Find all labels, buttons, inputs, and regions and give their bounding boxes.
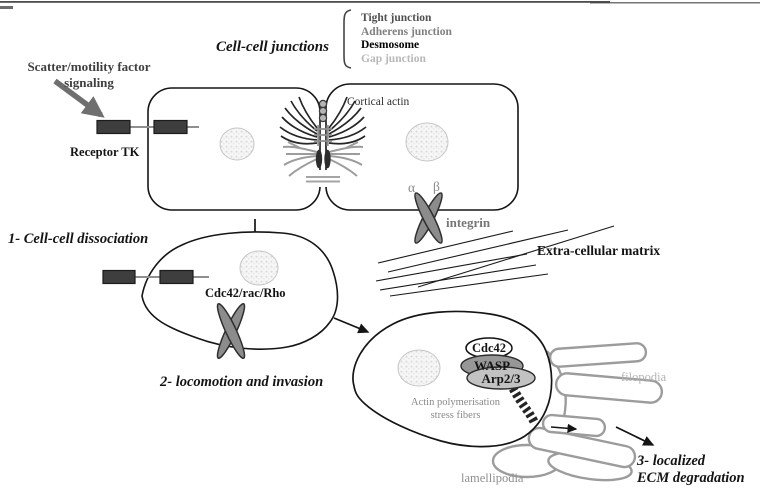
ecm-fibers <box>375 225 615 297</box>
stress-fiber-coil <box>506 380 540 426</box>
cell-cell-junction-complex <box>279 96 367 187</box>
nucleus-left-cell <box>219 127 255 161</box>
filopodia-label: filopodia <box>621 370 667 384</box>
actin-polymerisation-line2: stress fibers <box>430 409 481 421</box>
arp23-label: Arp2/3 <box>481 371 521 386</box>
receptor-tk <box>96 119 199 135</box>
scatter-signal-arrow <box>53 78 105 118</box>
cell-cell-junctions-title: Cell-cell junctions <box>216 39 329 55</box>
integrin-dimer-dissociated <box>216 302 246 360</box>
integrin-label: integrin <box>446 215 491 230</box>
ecm-label: Extra-cellular matrix <box>537 243 661 258</box>
cortical-actin-label: Cortical actin <box>347 96 410 108</box>
lamellipodia-label: lamellipodia <box>461 471 524 485</box>
cdc42-wasp-arp-complex <box>460 337 536 390</box>
step3-line2: ECM degradation <box>637 470 745 486</box>
junction-item-adherens: Adherens junction <box>361 25 452 38</box>
intermediate-filaments <box>282 141 364 177</box>
receptor-tk-dissociated <box>102 269 209 285</box>
cdc42-label: Cdc42 <box>471 341 507 355</box>
actin-polymerisation-label: Actin polymerisation stress fibers <box>398 397 513 422</box>
junction-list-bracket <box>343 9 352 69</box>
junction-type-list: Tight junction Adherens junction Desmoso… <box>361 12 452 66</box>
actin-polymerisation-line1: Actin polymerisation <box>411 397 500 408</box>
desmosome-plaques <box>315 149 331 169</box>
scan-artifact-line <box>0 1 760 9</box>
scatter-factor-line2: signaling <box>64 75 114 90</box>
junction-item-desmosome: Desmosome <box>361 39 420 52</box>
arp23-ellipse <box>466 366 536 390</box>
tight-junction-beads <box>318 99 328 123</box>
step3-line1: 3- localized <box>637 453 706 469</box>
junction-item-tight: Tight junction <box>361 12 432 24</box>
nucleus-dissociated-cell <box>239 250 279 286</box>
nucleus-invading-cell <box>397 349 441 387</box>
gap-junction-channel <box>306 170 340 187</box>
protrusion-arrow <box>550 423 578 433</box>
filopodia-fingers <box>541 342 664 438</box>
arrow-to-locomotion <box>333 317 370 334</box>
integrin-dimer <box>414 192 443 244</box>
step2-label: 2- locomotion and invasion <box>160 374 324 390</box>
dissociated-cell <box>102 231 339 360</box>
scatter-factor-line1: Scatter/motility factor <box>27 59 151 74</box>
arrow-ecm-degradation <box>615 426 655 446</box>
receptor-tk-label: Receptor TK <box>70 145 140 159</box>
scatter-factor-label: Scatter/motility factor signaling <box>14 59 164 91</box>
cdc42-rac-rho-label: Cdc42/rac/Rho <box>205 286 286 300</box>
step3-label: 3- localized ECM degradation <box>637 453 745 487</box>
junction-item-gap: Gap junction <box>361 52 426 65</box>
integrin-beta-label: β <box>433 179 440 194</box>
integrin-alpha-label: α <box>408 180 416 195</box>
invading-cell <box>352 310 553 448</box>
lamellipodia-blobs <box>491 426 637 482</box>
nucleus-right-cell <box>405 122 449 162</box>
wasp-label: WASP <box>473 358 511 373</box>
step1-label: 1- Cell-cell dissociation <box>8 231 149 247</box>
adherens-junction-ladder <box>314 125 332 146</box>
